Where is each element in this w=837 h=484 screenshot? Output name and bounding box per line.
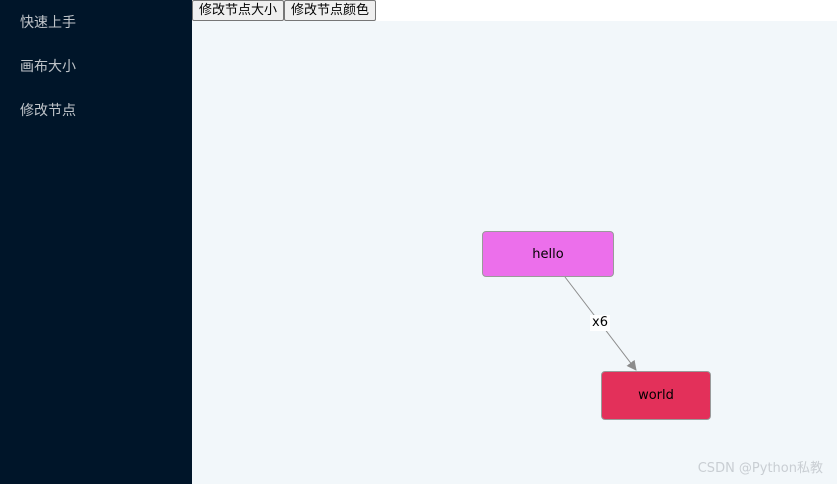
node-hello[interactable]: hello xyxy=(482,231,614,277)
node-hello-label: hello xyxy=(532,246,564,262)
edge-label: x6 xyxy=(590,315,610,331)
graph-canvas[interactable]: hello world x6 CSDN @Python私教 xyxy=(192,21,837,484)
sidebar-item-canvas-size[interactable]: 画布大小 xyxy=(20,59,76,75)
node-world-label: world xyxy=(638,388,674,403)
node-world[interactable]: world xyxy=(601,371,711,420)
sidebar-item-quick-start[interactable]: 快速上手 xyxy=(20,15,76,31)
sidebar-item-modify-node[interactable]: 修改节点 xyxy=(20,103,76,119)
resize-node-button[interactable]: 修改节点大小 xyxy=(192,0,285,21)
sidebar-menu: 快速上手 画布大小 修改节点 xyxy=(0,0,192,484)
recolor-node-button[interactable]: 修改节点颜色 xyxy=(284,0,377,21)
watermark: CSDN @Python私教 xyxy=(697,461,823,476)
toolbar: 修改节点大小 修改节点颜色 xyxy=(192,0,377,21)
